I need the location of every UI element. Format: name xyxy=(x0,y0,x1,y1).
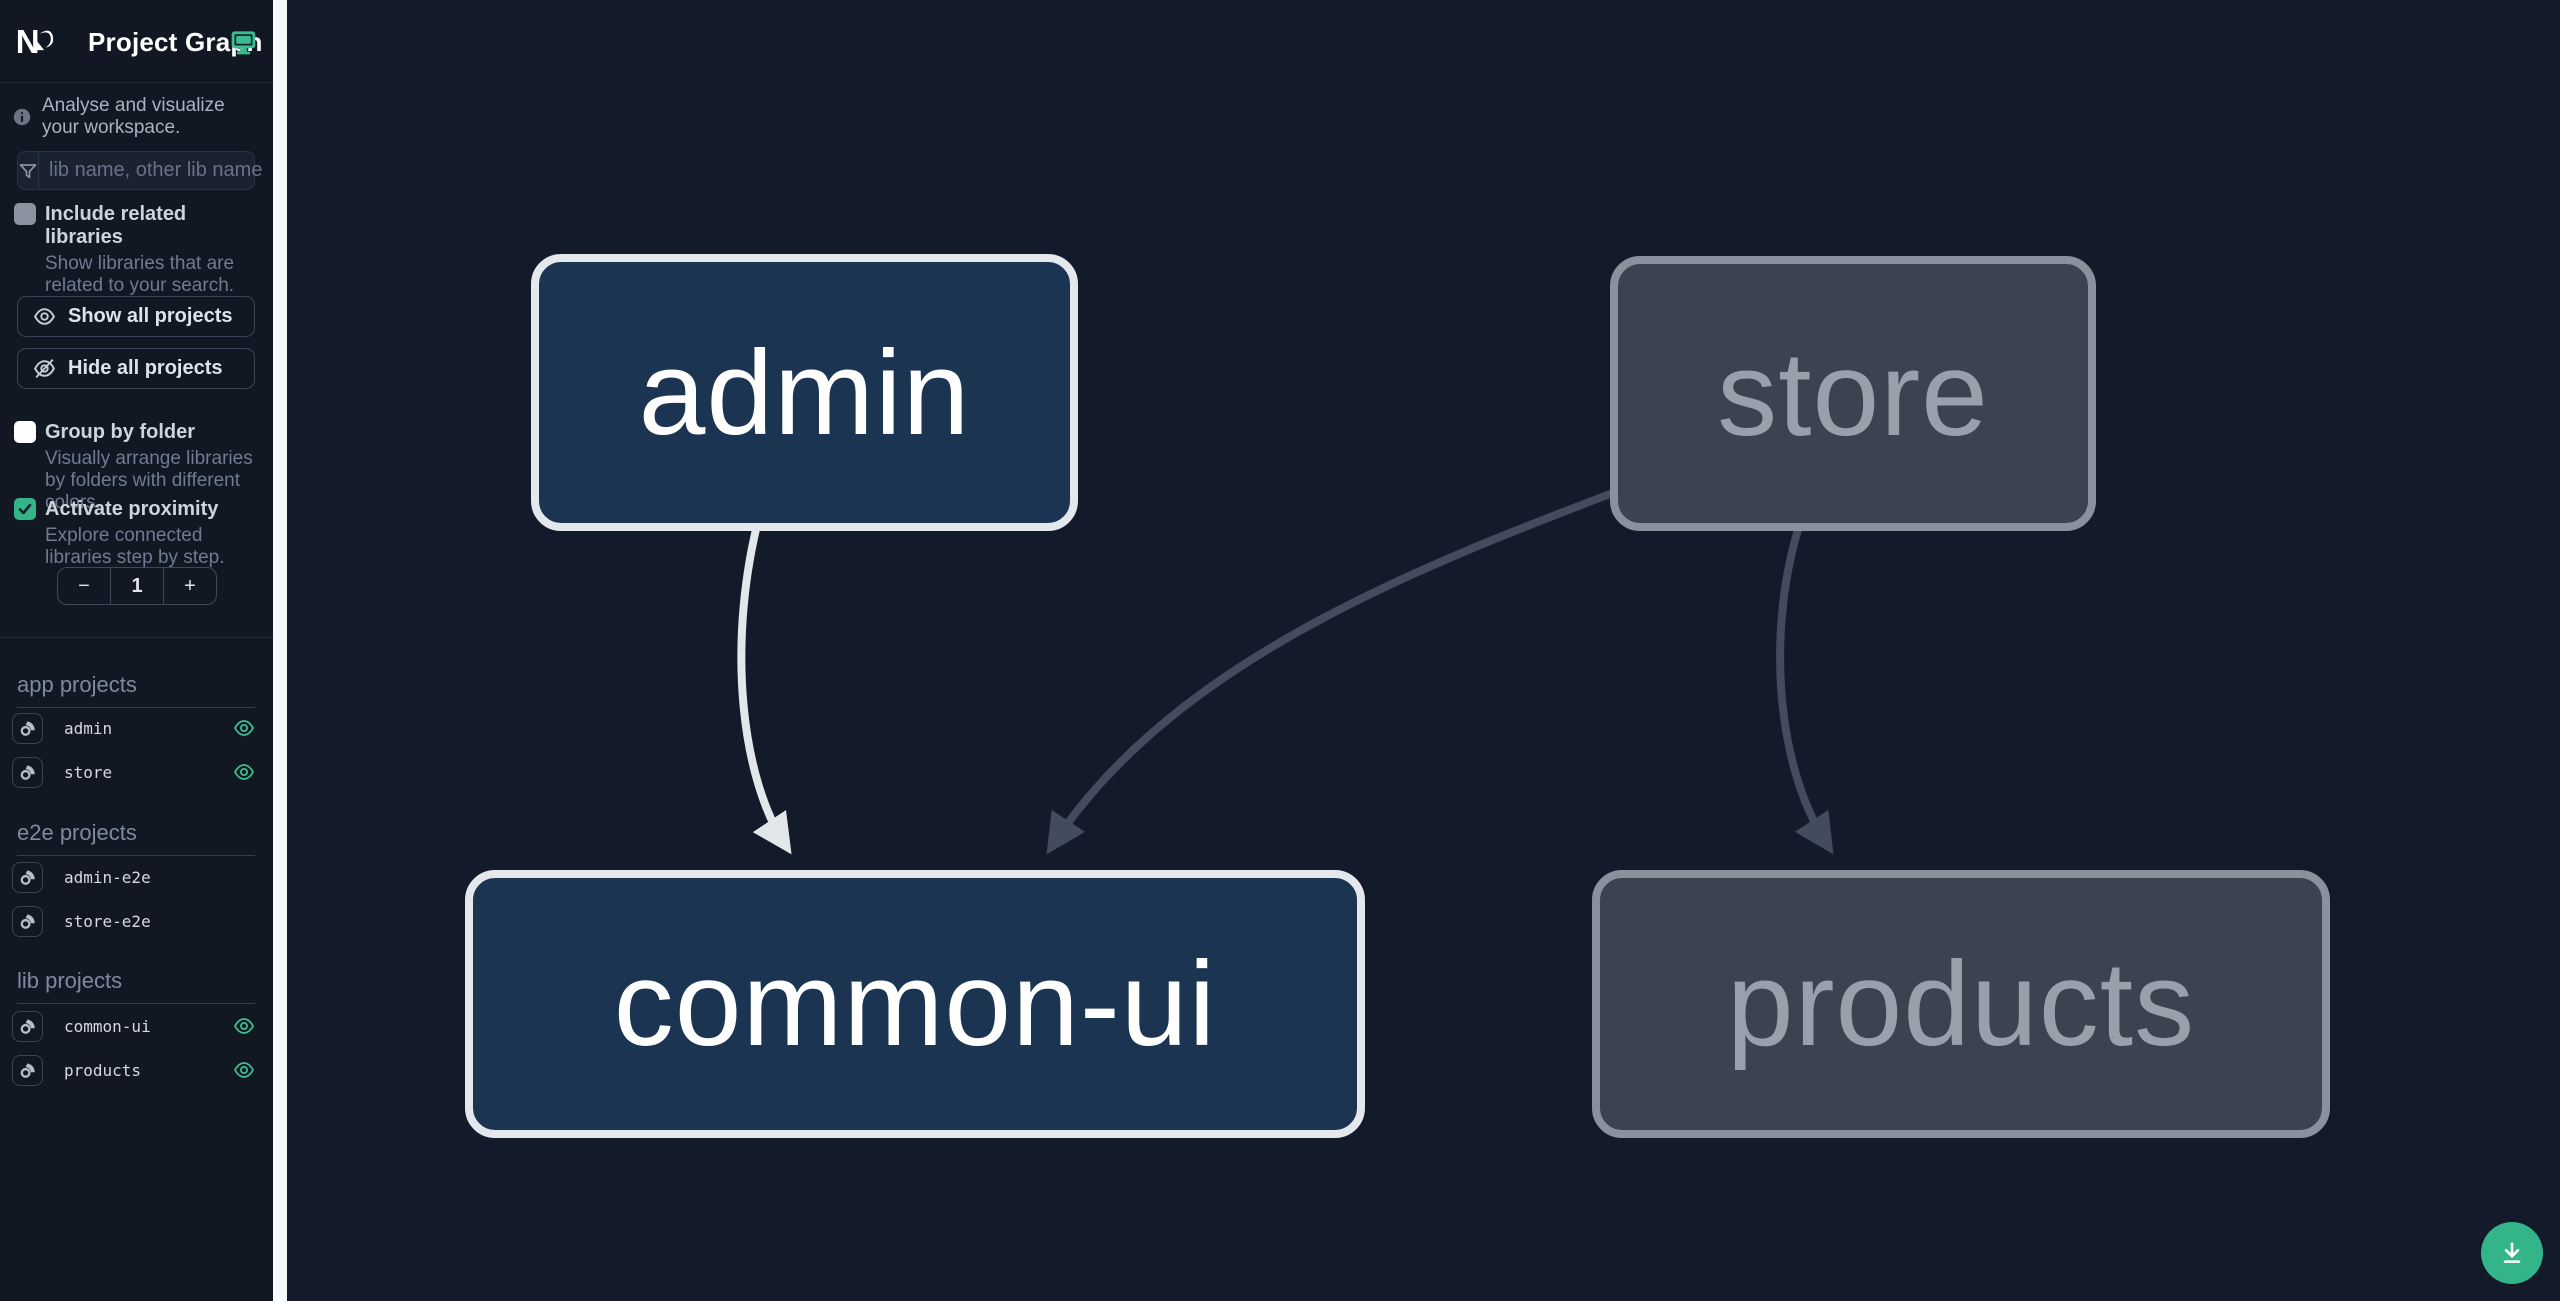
project-row-admin-e2e: admin-e2e xyxy=(12,861,261,893)
project-name[interactable]: store-e2e xyxy=(64,911,151,931)
focus-project-button[interactable] xyxy=(12,712,43,744)
filter-funnel-icon xyxy=(18,152,39,189)
download-button[interactable] xyxy=(2481,1222,2543,1284)
node-label: store xyxy=(1717,326,1989,461)
svg-text:N: N xyxy=(16,23,40,60)
eye-toggle-icon[interactable] xyxy=(233,1015,255,1037)
include-related-row: Include related libraries Show libraries… xyxy=(14,203,260,297)
include-related-label: Include related libraries xyxy=(45,203,187,248)
workspace-tagline: Analyse and visualize your workspace. xyxy=(13,95,263,139)
focus-project-button[interactable] xyxy=(12,756,43,788)
focus-icon xyxy=(20,1062,35,1078)
sidebar-divider xyxy=(0,637,273,638)
hide-all-projects-button[interactable]: Hide all projects xyxy=(17,348,255,389)
activate-proximity-row: Activate proximity Explore connected lib… xyxy=(14,498,260,569)
proximity-value: 1 xyxy=(110,568,163,604)
focus-icon xyxy=(20,720,35,736)
check-icon xyxy=(18,503,32,515)
search-box xyxy=(17,151,324,190)
project-name[interactable]: store xyxy=(64,762,113,782)
node-label: products xyxy=(1726,937,2196,1071)
graph-node-products[interactable]: products xyxy=(1592,870,2330,1138)
sidebar: N Project Graph Analyse and visualize yo… xyxy=(0,0,324,1301)
include-related-description: Show libraries that are related to your … xyxy=(45,253,235,296)
eye-icon xyxy=(34,308,55,325)
focus-project-button[interactable] xyxy=(12,1010,43,1042)
section-title-e2e-projects: e2e projects xyxy=(17,820,255,856)
tagline-text: Analyse and visualize your workspace. xyxy=(42,95,225,138)
focus-project-button[interactable] xyxy=(12,1054,43,1086)
download-icon xyxy=(2503,1242,2521,1263)
show-all-projects-button[interactable]: Show all projects xyxy=(17,296,255,337)
section-title-app-projects: app projects xyxy=(17,672,255,708)
project-row-common-ui: common-ui xyxy=(12,1010,261,1042)
sidebar-header: N Project Graph xyxy=(0,0,273,83)
graph-node-admin[interactable]: admin xyxy=(531,254,1078,531)
monitor-icon[interactable] xyxy=(230,28,257,55)
group-by-folder-description: Visually arrange libraries by folders wi… xyxy=(45,448,253,513)
project-row-store: store xyxy=(12,756,261,788)
activate-proximity-label: Activate proximity xyxy=(45,498,219,520)
group-by-folder-label: Group by folder xyxy=(45,421,195,443)
nx-logo: N xyxy=(16,23,54,60)
focus-project-button[interactable] xyxy=(12,905,43,937)
project-row-admin: admin xyxy=(12,712,261,744)
project-row-products: products xyxy=(12,1054,261,1086)
project-name[interactable]: admin xyxy=(64,718,113,738)
activate-proximity-checkbox[interactable] xyxy=(14,498,36,520)
graph-node-store[interactable]: store xyxy=(1610,256,2096,531)
hide-all-projects-label: Hide all projects xyxy=(68,357,223,379)
project-name[interactable]: products xyxy=(64,1060,142,1080)
focus-icon xyxy=(20,1018,35,1034)
proximity-increment-button[interactable]: + xyxy=(163,568,216,604)
project-row-store-e2e: store-e2e xyxy=(12,905,261,937)
show-all-projects-label: Show all projects xyxy=(68,305,233,327)
graph-node-common-ui[interactable]: common-ui xyxy=(465,870,1365,1138)
node-label: admin xyxy=(638,325,971,460)
info-icon xyxy=(13,108,31,126)
project-name[interactable]: admin-e2e xyxy=(64,867,151,887)
project-name[interactable]: common-ui xyxy=(64,1016,151,1036)
focus-icon xyxy=(20,764,35,780)
section-title-lib-projects: lib projects xyxy=(17,968,255,1004)
group-by-folder-checkbox[interactable] xyxy=(14,421,36,443)
activate-proximity-description: Explore connected libraries step by step… xyxy=(45,525,225,568)
eye-toggle-icon[interactable] xyxy=(233,761,255,783)
eye-off-icon xyxy=(34,358,55,379)
eye-toggle-icon[interactable] xyxy=(233,1059,255,1081)
include-related-checkbox[interactable] xyxy=(14,203,36,225)
node-label: common-ui xyxy=(613,937,1217,1071)
focus-icon xyxy=(20,869,35,885)
proximity-stepper: − 1 + xyxy=(57,567,217,605)
group-by-folder-row: Group by folder Visually arrange librari… xyxy=(14,421,260,514)
sidebar-canvas-divider xyxy=(273,0,287,1301)
focus-icon xyxy=(20,913,35,929)
focus-project-button[interactable] xyxy=(12,861,43,893)
eye-toggle-icon[interactable] xyxy=(233,717,255,739)
proximity-decrement-button[interactable]: − xyxy=(78,574,90,597)
